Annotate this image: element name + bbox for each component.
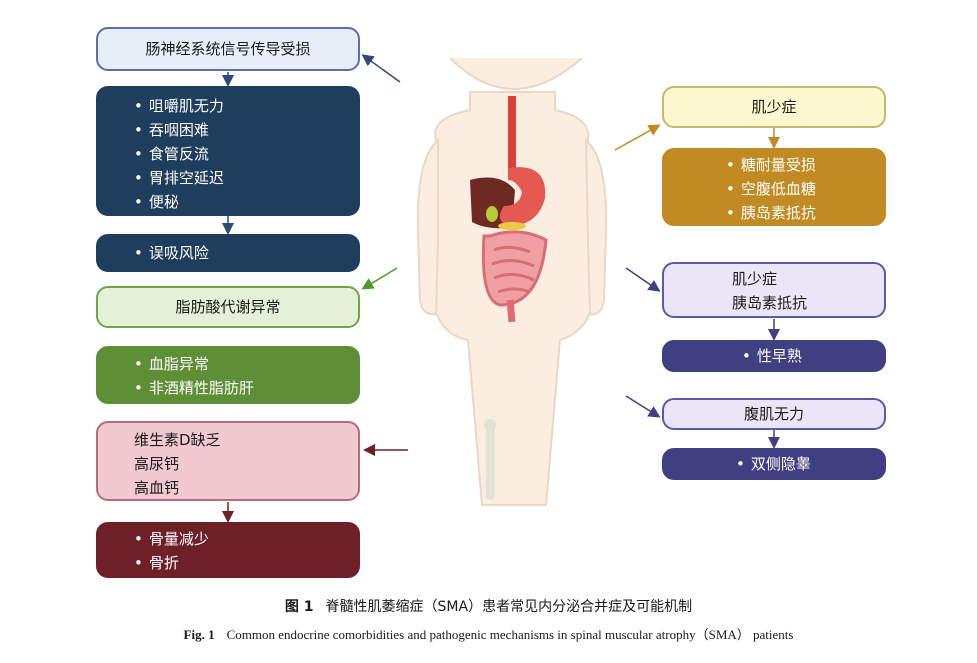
glucose-box: 糖耐量受损 空腹低血糖 胰岛素抵抗: [662, 148, 886, 226]
gi-item: 吞咽困难: [134, 118, 358, 142]
caption-cn-text: 脊髓性肌萎缩症（SMA）患者常见内分泌合并症及可能机制: [325, 599, 693, 615]
gi-item: 咀嚼肌无力: [134, 94, 358, 118]
glucose-item: 空腹低血糖: [726, 177, 884, 201]
sarco-insulin-line: 肌少症: [732, 270, 778, 288]
rectum: [506, 299, 516, 323]
enteric-signal-box: 肠神经系统信号传导受损: [96, 27, 360, 71]
sarco-insulin-box: 肌少症 胰岛素抵抗: [662, 262, 886, 318]
abdominal-title: 腹肌无力: [743, 405, 804, 423]
large-intestine: [481, 230, 548, 307]
aspiration-risk-box: 误吸风险: [96, 234, 360, 272]
testes-item: 双侧隐睾: [736, 452, 884, 476]
puberty-box: 性早熟: [662, 340, 886, 372]
arrow-to-sarco-insulin: [625, 267, 661, 292]
arrow-to-enteric: [361, 54, 401, 83]
glucose-item: 糖耐量受损: [726, 153, 884, 177]
aspiration-item: 误吸风险: [134, 241, 358, 265]
abdominal-box: 腹肌无力: [662, 398, 886, 430]
caption-en-text: Common endocrine comorbidities and patho…: [226, 627, 794, 642]
gallbladder: [486, 206, 498, 222]
figure-caption-en: Fig. 1 Common endocrine comorbidities and…: [0, 624, 977, 643]
gi-item: 食管反流: [134, 142, 358, 166]
vitamin-d-box: 维生素D缺乏 高尿钙 高血钙: [96, 421, 360, 501]
small-intestine: [491, 245, 535, 294]
gi-item: 便秘: [134, 190, 358, 214]
enteric-signal-title: 肠神经系统信号传导受损: [145, 40, 311, 58]
arrow-to-abdominal: [625, 395, 661, 418]
lipid-item: 血脂异常: [134, 352, 358, 376]
pancreas: [498, 222, 526, 230]
leg-bone: [486, 425, 495, 500]
sarcopenia-title: 肌少症: [751, 98, 797, 116]
left-arm: [416, 137, 439, 316]
bone-item: 骨折: [134, 551, 358, 575]
lipid-item: 非酒精性脂肪肝: [134, 376, 358, 400]
sarco-insulin-line: 胰岛素抵抗: [732, 294, 808, 312]
puberty-item: 性早熟: [742, 344, 884, 368]
bone-box: 骨量减少 骨折: [96, 522, 360, 578]
gi-item: 胃排空延迟: [134, 166, 358, 190]
sarcopenia-box: 肌少症: [662, 86, 886, 128]
arrow-to-sarcopenia: [614, 124, 661, 151]
vitd-line: 高尿钙: [134, 455, 180, 473]
head: [449, 57, 583, 90]
stomach: [499, 167, 546, 226]
fatty-acid-title: 脂肪酸代谢异常: [175, 298, 281, 316]
vitd-line: 维生素D缺乏: [134, 431, 221, 449]
fatty-acid-box: 脂肪酸代谢异常: [96, 286, 360, 328]
bone-item: 骨量减少: [134, 527, 358, 551]
lipid-box: 血脂异常 非酒精性脂肪肝: [96, 346, 360, 404]
figure-caption-cn: 图 1 脊髓性肌萎缩症（SMA）患者常见内分泌合并症及可能机制: [0, 596, 977, 616]
arrow-to-fatty-acid: [361, 267, 398, 290]
vitd-line: 高血钙: [134, 479, 180, 497]
right-arm: [584, 137, 608, 316]
glucose-item: 胰岛素抵抗: [726, 201, 884, 225]
gi-symptoms-box: 咀嚼肌无力 吞咽困难 食管反流 胃排空延迟 便秘: [96, 86, 360, 216]
caption-en-label: Fig. 1: [183, 627, 215, 642]
caption-cn-label: 图 1: [284, 599, 314, 615]
testes-box: 双侧隐睾: [662, 448, 886, 480]
